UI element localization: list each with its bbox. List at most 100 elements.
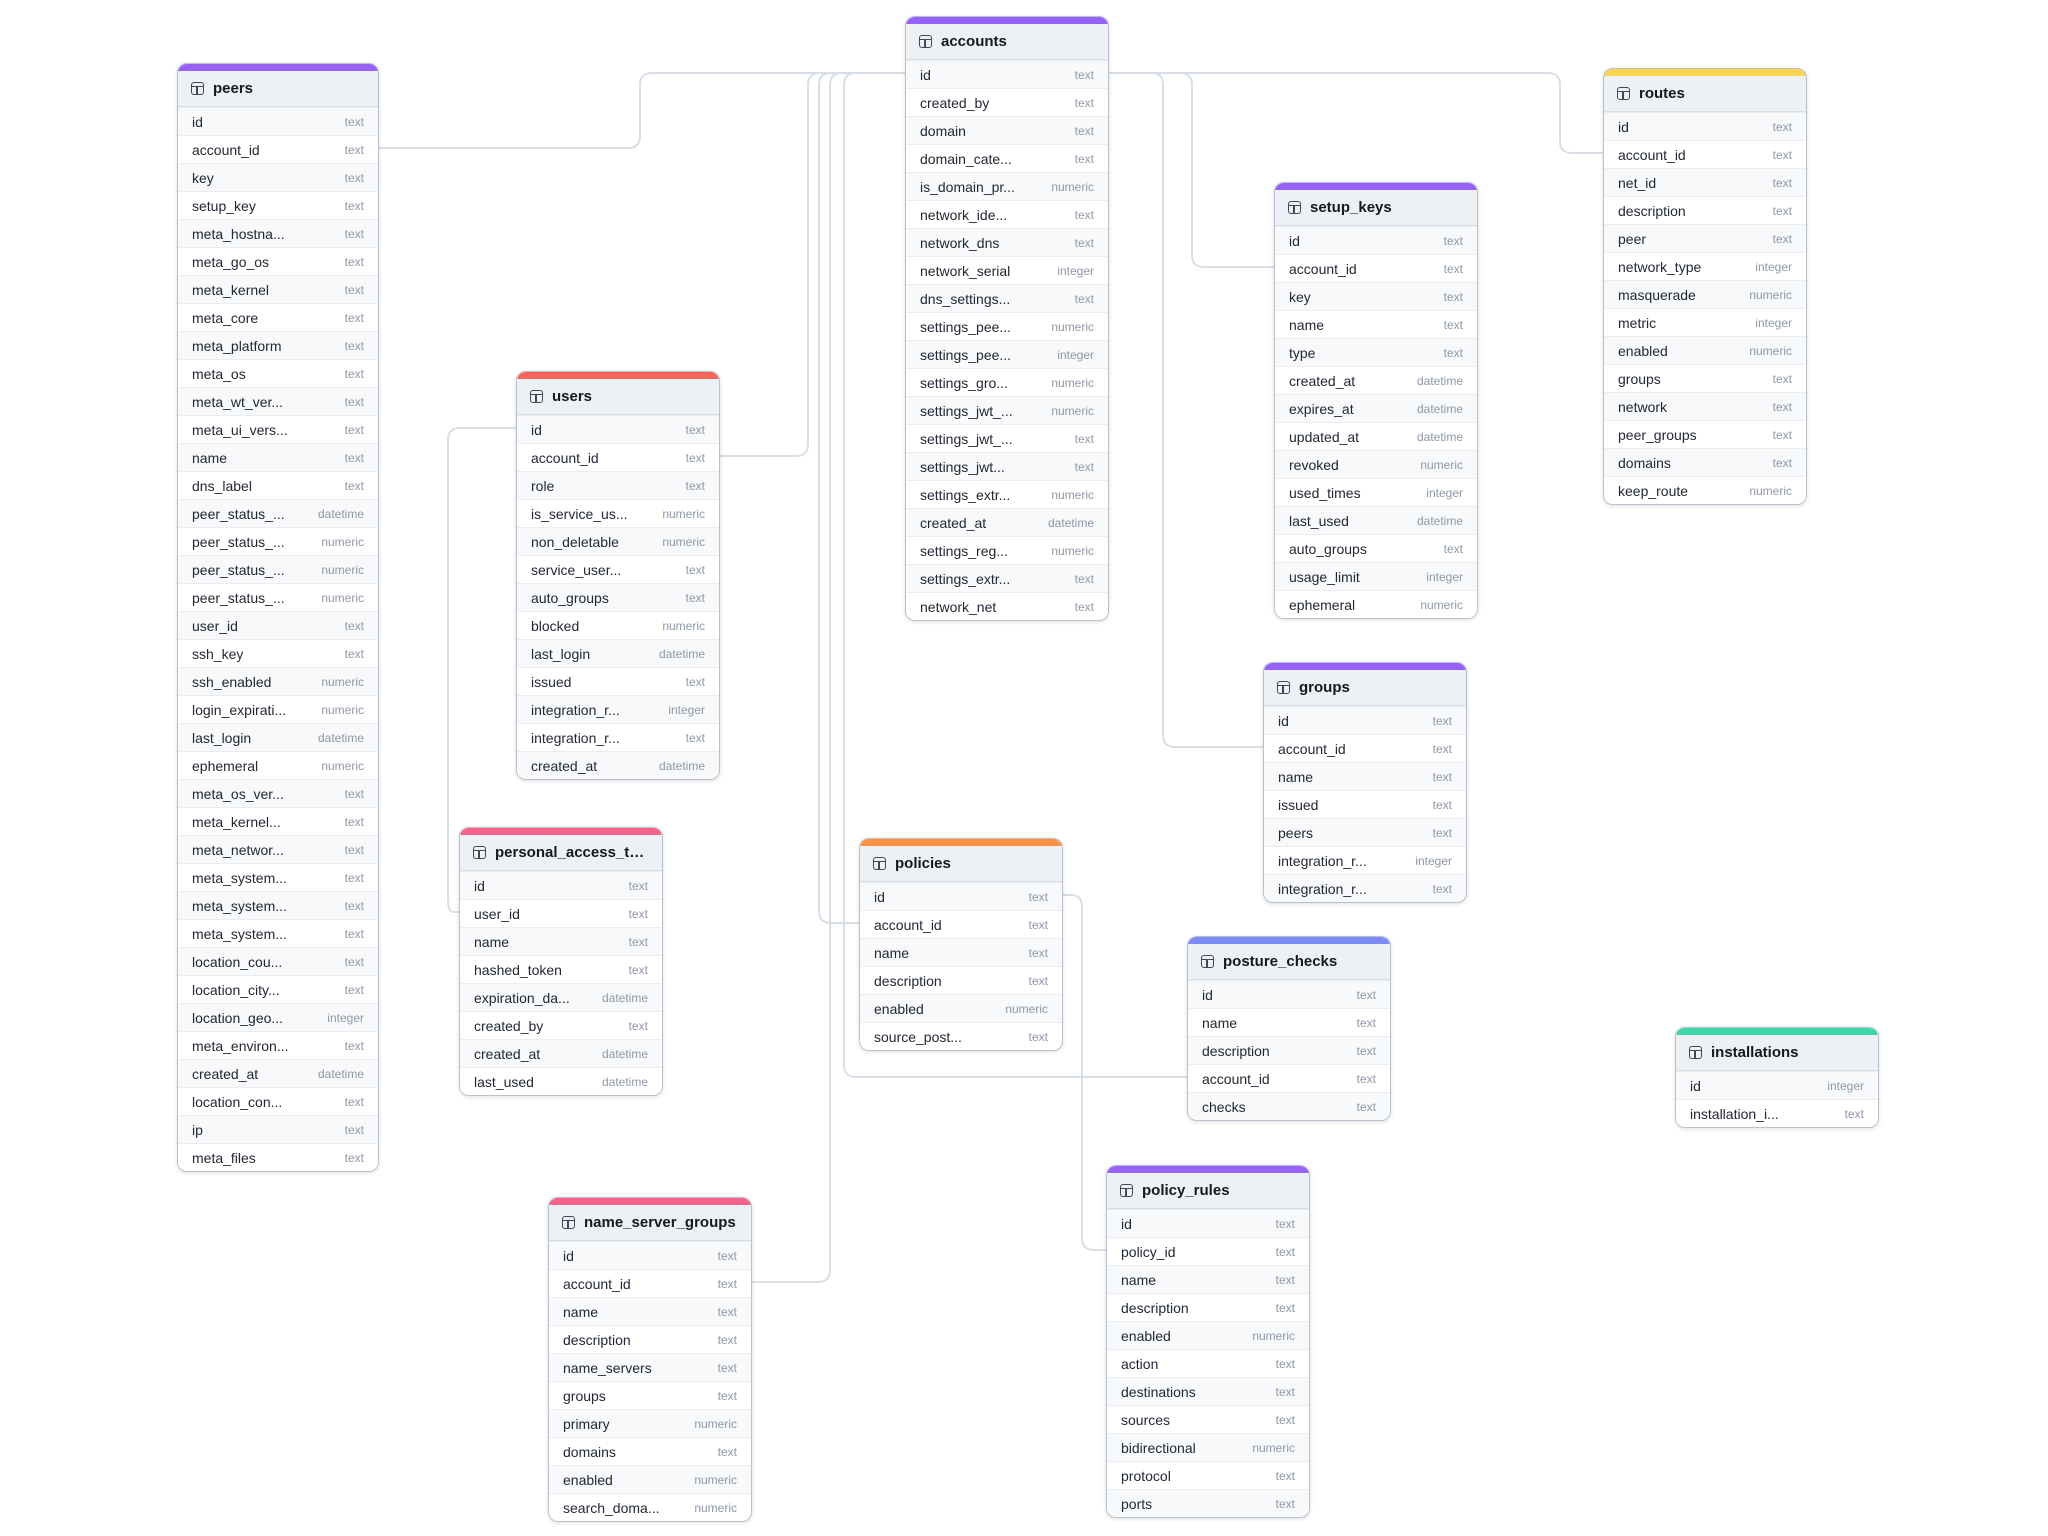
field-row-peers-4[interactable]: meta_hostna...text — [178, 219, 378, 247]
field-row-groups-6[interactable]: integration_r...text — [1264, 874, 1466, 902]
field-row-installations-1[interactable]: installation_i...text — [1676, 1099, 1878, 1127]
field-row-peers-17[interactable]: peer_status_...numeric — [178, 583, 378, 611]
relationship-users-accounts[interactable] — [718, 72, 905, 457]
field-row-peers-33[interactable]: meta_environ...text — [178, 1031, 378, 1059]
field-row-accounts-17[interactable]: settings_reg...numeric — [906, 536, 1108, 564]
field-row-accounts-14[interactable]: settings_jwt...text — [906, 452, 1108, 480]
table-header-users[interactable]: users — [517, 379, 719, 415]
field-row-peers-29[interactable]: meta_system...text — [178, 919, 378, 947]
field-row-personal_access_tokens-4[interactable]: expiration_da...datetime — [460, 983, 662, 1011]
table-header-policies[interactable]: policies — [860, 846, 1062, 882]
table-header-setup_keys[interactable]: setup_keys — [1275, 190, 1477, 226]
field-row-peers-28[interactable]: meta_system...text — [178, 891, 378, 919]
field-row-name_server_groups-9[interactable]: search_doma...numeric — [549, 1493, 751, 1521]
field-row-peers-24[interactable]: meta_os_ver...text — [178, 779, 378, 807]
table-personal_access_tokens[interactable]: personal_access_tokensidtextuser_idtextn… — [459, 827, 663, 1096]
field-row-peers-32[interactable]: location_geo...integer — [178, 1003, 378, 1031]
relationship-name_server_groups-accounts[interactable] — [750, 72, 905, 1283]
field-row-users-3[interactable]: is_service_us...numeric — [517, 499, 719, 527]
field-row-groups-5[interactable]: integration_r...integer — [1264, 846, 1466, 874]
field-row-accounts-3[interactable]: domain_cate...text — [906, 144, 1108, 172]
field-row-users-11[interactable]: integration_r...text — [517, 723, 719, 751]
table-header-posture_checks[interactable]: posture_checks — [1188, 944, 1390, 980]
table-header-accounts[interactable]: accounts — [906, 24, 1108, 60]
table-header-installations[interactable]: installations — [1676, 1035, 1878, 1071]
field-row-users-10[interactable]: integration_r...integer — [517, 695, 719, 723]
field-row-peers-35[interactable]: location_con...text — [178, 1087, 378, 1115]
field-row-peers-31[interactable]: location_city...text — [178, 975, 378, 1003]
field-row-accounts-9[interactable]: settings_pee...numeric — [906, 312, 1108, 340]
field-row-peers-14[interactable]: peer_status_...datetime — [178, 499, 378, 527]
field-row-accounts-13[interactable]: settings_jwt_...text — [906, 424, 1108, 452]
